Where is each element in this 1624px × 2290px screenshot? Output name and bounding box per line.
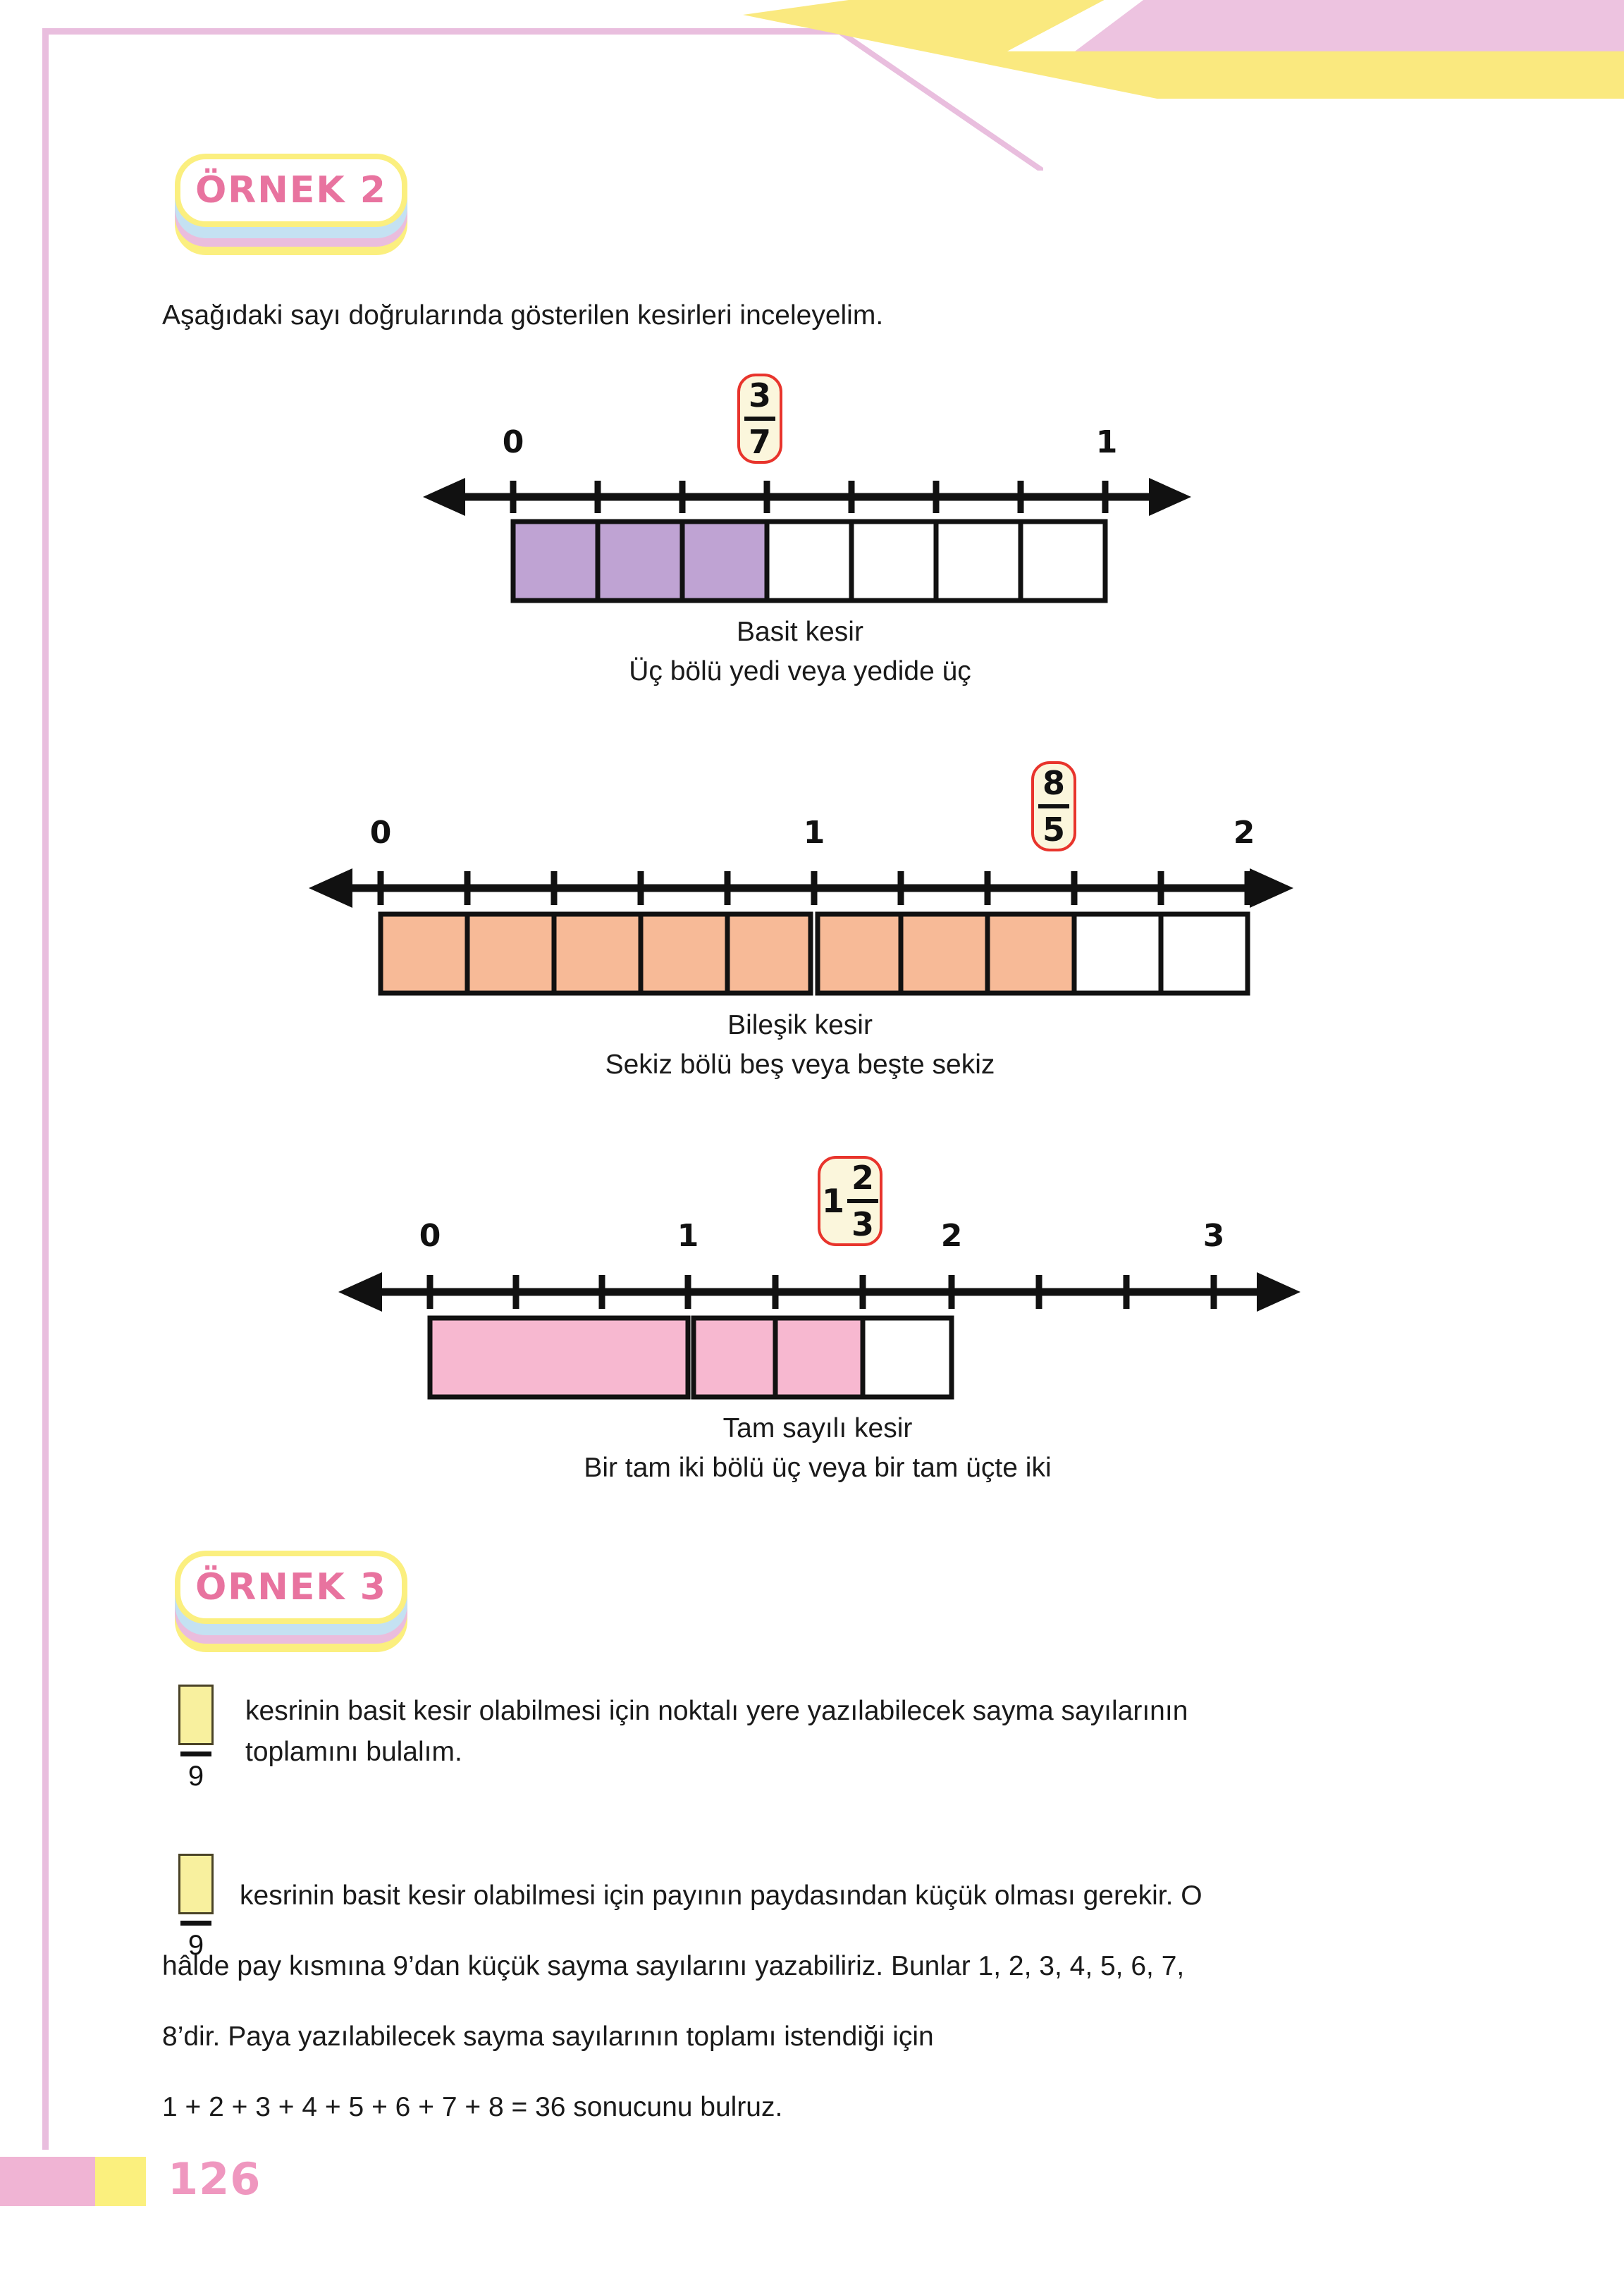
fraction-callout-1-2-3: 1 2 3 [818, 1156, 882, 1246]
fraction-stack: 8 5 [1038, 767, 1069, 846]
number-line-axis [338, 1272, 1300, 1312]
figure-2-caption-line-1: Bileşik kesir [727, 1010, 873, 1040]
page-frame-diagonal [832, 30, 1043, 171]
fraction-callout-3-7: 3 7 [737, 374, 782, 464]
figure-1-caption-line-2: Üç bölü yedi veya yedide üç [629, 656, 971, 687]
footer-pink-block [0, 2157, 95, 2206]
bar-model-8-5 [378, 911, 1250, 996]
fraction-denominator: 9 [187, 1761, 204, 1792]
axis-label-0: 0 [502, 424, 524, 460]
number-line-axis [309, 868, 1293, 908]
fraction-numerator: 8 [1042, 764, 1065, 802]
fraction-blank-box [178, 1685, 214, 1745]
fraction-stack: 3 7 [744, 379, 775, 458]
figure-2-caption-line-2: Sekiz bölü beş veya beşte sekiz [605, 1049, 995, 1080]
axis-label-1: 1 [1095, 424, 1118, 460]
ornek-3-question-line-1: kesrinin basit kesir olabilmesi için nok… [245, 1696, 1188, 1726]
figure-number-line-8-5: 8 5 0 1 2 [296, 761, 1304, 1080]
footer-yellow-block [95, 2157, 146, 2206]
page-frame-border [42, 28, 867, 2150]
fraction-bar [744, 417, 775, 421]
fraction-bar [180, 1752, 211, 1756]
badge-layer-white: ÖRNEK 3 [175, 1551, 407, 1624]
fraction-bar [1038, 804, 1069, 808]
answer-fraction-blank-over-9: 9 [176, 1854, 216, 1962]
figure-1-caption-line-1: Basit kesir [737, 617, 863, 647]
axis-label-0: 0 [369, 815, 392, 851]
figure-number-line-1-2-3: 1 2 3 0 1 2 3 [324, 1149, 1311, 1483]
ornek-2-intro-text: Aşağıdaki sayı doğrularında gösterilen k… [162, 300, 884, 331]
ornek-3-badge: ÖRNEK 3 [175, 1551, 414, 1652]
fraction-stack: 2 3 [847, 1159, 879, 1243]
axis-label-2: 2 [940, 1218, 963, 1254]
bar-model-1-2-3 [427, 1315, 954, 1400]
fraction-numerator: 2 [851, 1159, 875, 1197]
axis-label-2: 2 [1233, 815, 1255, 851]
fraction-bar [180, 1921, 211, 1926]
figure-number-line-3-7: 3 7 0 1 [395, 374, 1205, 687]
ornek-3-label: ÖRNEK 3 [195, 1566, 387, 1608]
fraction-callout-8-5: 8 5 [1031, 761, 1076, 851]
axis-label-3: 3 [1202, 1218, 1225, 1254]
ornek-3-question-line-2: toplamını bulalım. [245, 1737, 462, 1767]
ornek-2-badge: ÖRNEK 2 [175, 154, 414, 255]
bar-model-3-7 [510, 519, 1108, 603]
page-number: 126 [168, 2153, 262, 2205]
ornek-3-answer-line-2: hâlde pay kısmına 9’dan küçük sayma sayı… [162, 1951, 1185, 1981]
ornek-3-answer-line-1: kesrinin basit kesir olabilmesi için pay… [240, 1880, 1202, 1911]
axis-label-0: 0 [419, 1218, 441, 1254]
axis-label-1: 1 [677, 1218, 699, 1254]
badge-layer-white: ÖRNEK 2 [175, 154, 407, 227]
fraction-numerator: 3 [748, 376, 771, 414]
number-line-axis [423, 478, 1191, 516]
ornek-3-answer-line-3: 8’dir. Paya yazılabilecek sayma sayıları… [162, 2021, 934, 2052]
axis-label-1: 1 [803, 815, 825, 851]
question-fraction-blank-over-9: 9 [176, 1685, 216, 1792]
fraction-denominator: 3 [851, 1205, 875, 1243]
fraction-denominator: 7 [748, 423, 771, 461]
ornek-2-label: ÖRNEK 2 [195, 169, 387, 211]
fraction-blank-box [178, 1854, 214, 1914]
fraction-denominator: 9 [187, 1930, 204, 1961]
fraction-whole-number: 1 [822, 1182, 845, 1220]
ornek-3-answer-line-4: 1 + 2 + 3 + 4 + 5 + 6 + 7 + 8 = 36 sonuc… [162, 2092, 783, 2122]
figure-3-caption-line-1: Tam sayılı kesir [722, 1413, 913, 1443]
top-right-pink-decoration [1074, 0, 1624, 53]
fraction-denominator: 5 [1042, 811, 1065, 849]
figure-3-caption-line-2: Bir tam iki bölü üç veya bir tam üçte ik… [584, 1453, 1052, 1483]
fraction-bar [847, 1199, 879, 1203]
